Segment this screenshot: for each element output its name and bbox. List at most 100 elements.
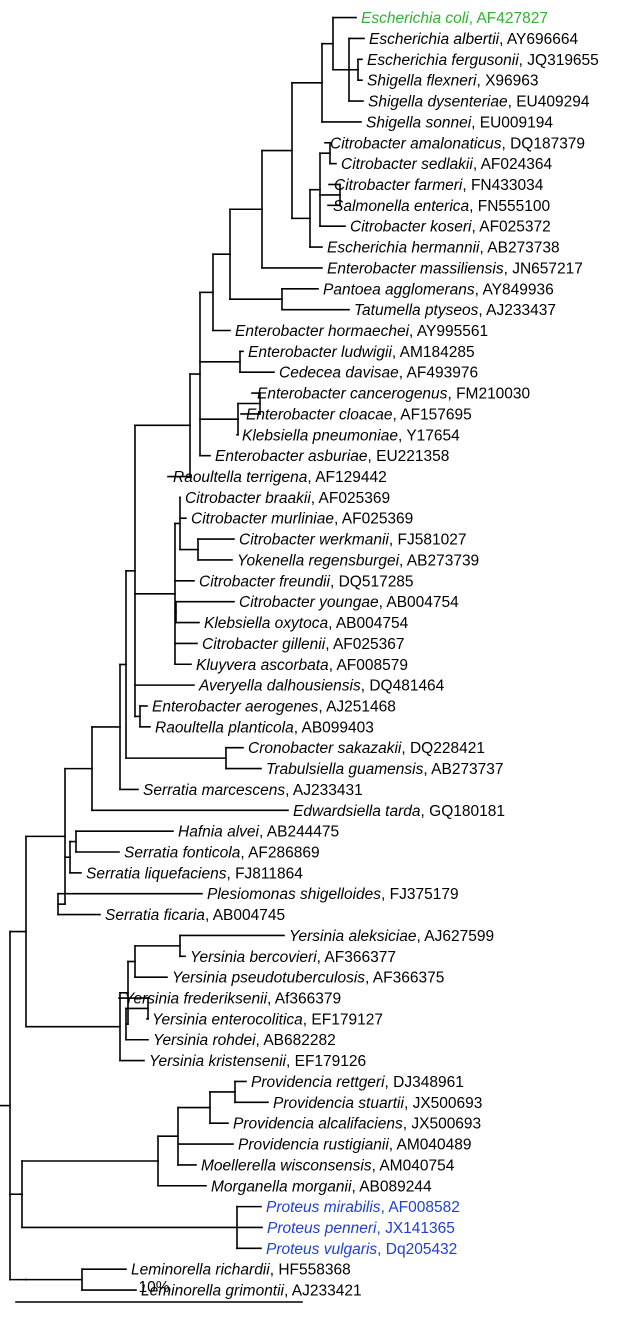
label-separator: , — [399, 365, 407, 382]
label-separator: , — [351, 1178, 359, 1195]
accession-number: AF366375 — [373, 970, 445, 987]
taxon-label: Yokenella regensburgei, AB273739 — [237, 552, 479, 569]
species-name: Shigella dysenteriae — [368, 94, 508, 111]
species-name: Escherichia albertii — [369, 31, 500, 48]
taxon-label: Shigella sonnei, EU009194 — [366, 114, 553, 131]
label-separator: , — [519, 52, 528, 69]
accession-number: FJ375179 — [390, 886, 459, 903]
taxon-label: Shigella dysenteriae, EU409294 — [368, 94, 590, 111]
taxon-label: Citrobacter braakii, AF025369 — [185, 490, 390, 507]
accession-number: DJ348961 — [393, 1074, 464, 1091]
species-name: Citrobacter murliniae — [191, 511, 334, 528]
taxon-label: Yersinia kristensenii, EF179126 — [149, 1053, 366, 1070]
species-name: Providencia alcalifaciens — [233, 1116, 403, 1133]
species-name: Citrobacter amalonaticus — [330, 135, 502, 152]
label-separator: , — [365, 970, 373, 987]
species-name: Yersinia kristensenii — [149, 1053, 287, 1070]
accession-number: DQ481464 — [369, 678, 444, 695]
taxon-label: Citrobacter farmeri, FN433034 — [334, 177, 544, 194]
accession-number: EF179126 — [295, 1053, 367, 1070]
species-name: Providencia stuartii — [273, 1095, 405, 1112]
accession-number: AF025369 — [319, 490, 391, 507]
accession-number: DQ187379 — [510, 135, 585, 152]
accession-number: AF366377 — [324, 949, 396, 966]
species-name: Proteus penneri — [267, 1220, 377, 1237]
species-name: Shigella sonnei — [366, 114, 472, 131]
label-separator: , — [376, 1220, 385, 1237]
accession-number: AJ627599 — [424, 928, 494, 945]
accession-number: AB004754 — [336, 615, 409, 632]
taxon-label: Yersinia frederiksenii, Af366379 — [124, 991, 341, 1008]
taxon-label: Proteus penneri, JX141365 — [267, 1220, 455, 1237]
taxon-label: Citrobacter werkmanii, FJ581027 — [239, 532, 466, 549]
accession-number: AJ233437 — [486, 302, 556, 319]
accession-number: AB682282 — [263, 1032, 335, 1049]
species-name: Cedecea davisae — [279, 365, 399, 382]
label-separator: , — [389, 1137, 397, 1154]
label-separator: , — [401, 740, 410, 757]
label-separator: , — [417, 928, 425, 945]
label-separator: , — [471, 114, 480, 131]
label-separator: , — [325, 636, 333, 653]
species-name: Providencia rettgeri — [251, 1074, 385, 1091]
accession-number: AY849936 — [482, 281, 553, 298]
taxon-label: Escherichia albertii, AY696664 — [369, 31, 578, 48]
species-name: Yersinia frederiksenii — [124, 991, 268, 1008]
accession-number: AB089244 — [359, 1178, 432, 1195]
accession-number: AM184285 — [400, 344, 475, 361]
label-separator: , — [329, 657, 337, 674]
tree-branches — [0, 16, 365, 1291]
label-separator: , — [508, 94, 517, 111]
species-name: Citrobacter farmeri — [334, 177, 463, 194]
accession-number: AY696664 — [507, 31, 579, 48]
species-name: Citrobacter sedlakii — [341, 156, 473, 173]
species-name: Edwardsiella tarda — [293, 803, 421, 820]
species-name: Citrobacter koseri — [350, 219, 472, 236]
species-name: Enterobacter massiliensis — [327, 260, 504, 277]
accession-number: JX141365 — [385, 1220, 455, 1237]
taxon-label: Kluyvera ascorbata, AF008579 — [196, 657, 408, 674]
label-separator: , — [504, 260, 513, 277]
species-name: Providencia rustigianii — [238, 1137, 389, 1154]
accession-number: FJ811864 — [235, 865, 303, 882]
label-separator: , — [372, 1157, 380, 1174]
accession-number: AY995561 — [417, 323, 488, 340]
species-name: Citrobacter youngae — [239, 594, 379, 611]
species-name: Raoultella planticola — [155, 719, 294, 736]
species-name: Escherichia hermannii — [327, 240, 480, 257]
taxon-label: Moellerella wisconsensis, AM040754 — [201, 1157, 455, 1174]
label-separator: , — [447, 386, 456, 403]
label-separator: , — [259, 824, 267, 841]
accession-number: AF427827 — [476, 10, 548, 27]
label-separator: , — [286, 1053, 295, 1070]
label-separator: , — [285, 782, 293, 799]
species-name: Enterobacter aerogenes — [152, 698, 319, 715]
species-name: Leminorella grimontii — [141, 1283, 285, 1300]
accession-number: Dq205432 — [386, 1241, 458, 1258]
accession-number: AF286869 — [248, 845, 320, 862]
label-separator: , — [404, 1095, 413, 1112]
label-separator: , — [226, 865, 235, 882]
accession-number: AF025369 — [342, 511, 414, 528]
accession-number: DQ517285 — [339, 573, 414, 590]
species-name: Serratia ficaria — [105, 907, 205, 924]
accession-number: JQ319655 — [527, 52, 599, 69]
accession-number: AB099403 — [302, 719, 374, 736]
label-separator: , — [381, 1199, 389, 1216]
species-name: Serratia liquefaciens — [86, 865, 227, 882]
species-name: Escherichia coli — [361, 10, 469, 27]
taxon-label: Escherichia coli, AF427827 — [361, 10, 548, 27]
label-separator: , — [361, 678, 370, 695]
taxon-label: Leminorella grimontii, AJ233421 — [141, 1283, 362, 1300]
species-name: Escherichia fergusonii — [367, 52, 519, 69]
label-separator: , — [256, 1032, 264, 1049]
species-name: Hafnia alvei — [178, 824, 260, 841]
label-separator: , — [318, 698, 326, 715]
taxon-label: Proteus vulgaris, Dq205432 — [266, 1241, 457, 1258]
taxon-label: Yersinia pseudotuberculosis, AF366375 — [172, 970, 444, 987]
label-separator: , — [267, 991, 275, 1008]
taxon-label: Serratia liquefaciens, FJ811864 — [86, 865, 303, 882]
label-separator: , — [475, 281, 483, 298]
taxon-label: Enterobacter ludwigii, AM184285 — [248, 344, 475, 361]
